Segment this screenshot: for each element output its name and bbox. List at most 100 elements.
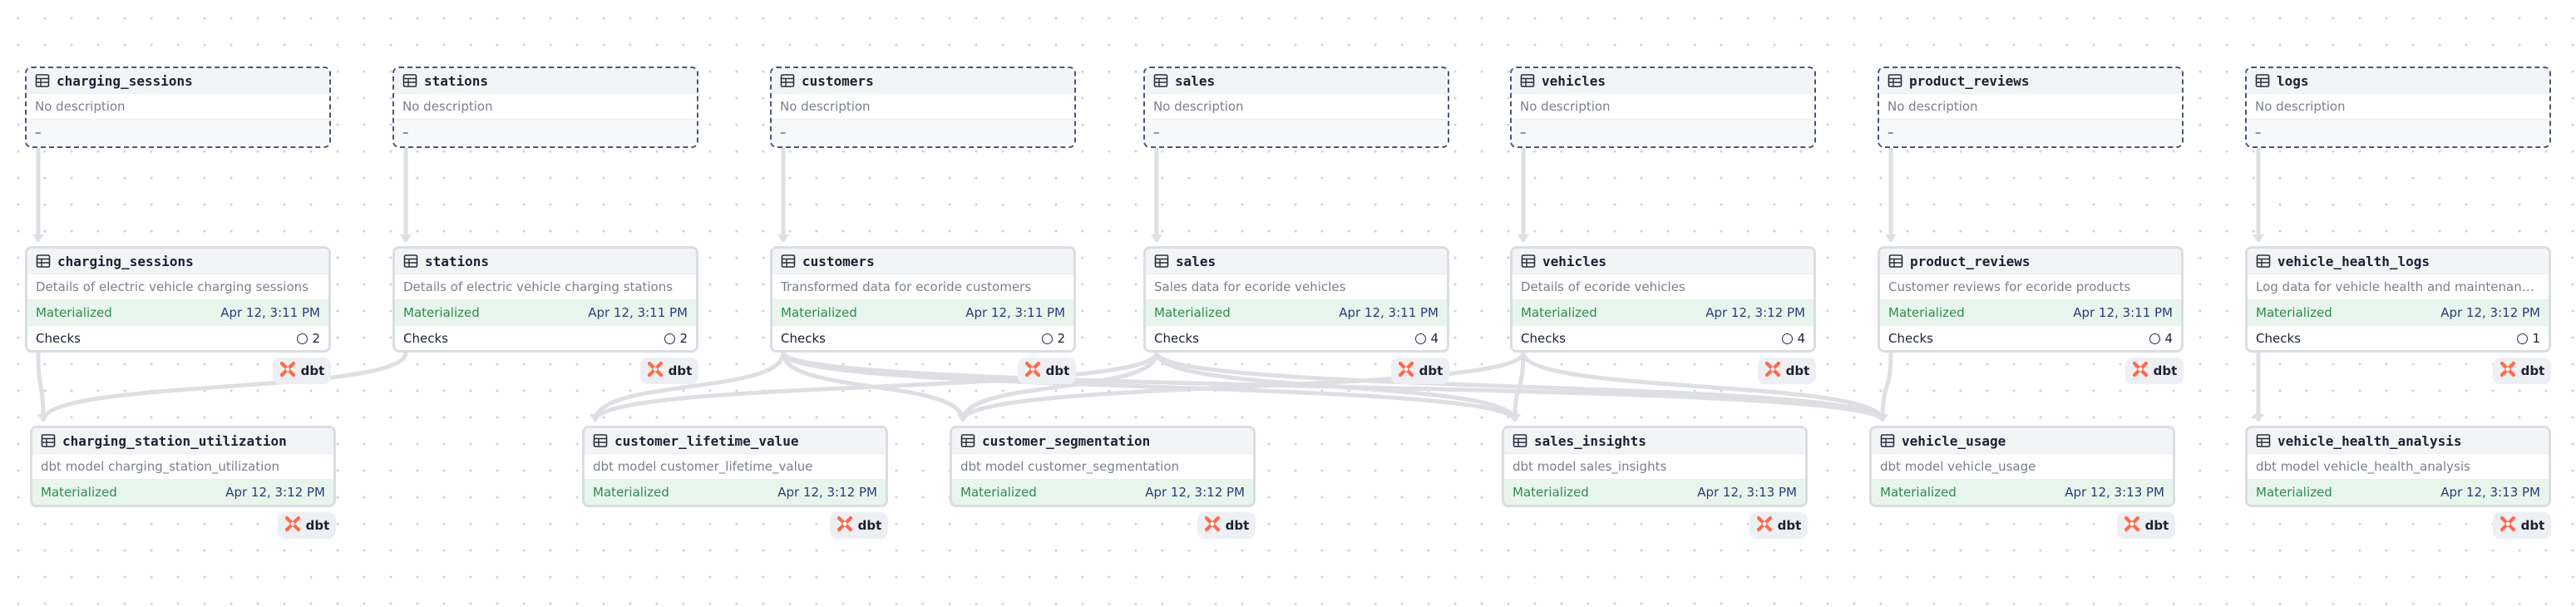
source-header: vehicles [1512, 68, 1814, 93]
model-node-customer-lifetime-value[interactable]: customer_lifetime_value dbt model custom… [582, 426, 888, 507]
model-node-vehicle-health-logs[interactable]: vehicle_health_logs Log data for vehicle… [2245, 246, 2551, 353]
model-header: customers [772, 249, 1073, 274]
checks-label: Checks [1154, 331, 1199, 346]
source-meta: – [394, 119, 697, 145]
dbt-logo-icon [279, 361, 296, 381]
lineage-edge [1154, 352, 1517, 422]
source-node-sales[interactable]: sales No description – [1143, 67, 1449, 148]
materialized-label: Materialized [1880, 485, 1957, 500]
edge-arrowhead [37, 414, 49, 422]
model-description: dbt model customer_lifetime_value [585, 453, 886, 479]
checks-count: 4 [1797, 331, 1805, 346]
edge-arrowhead [1151, 234, 1162, 243]
materialized-label: Materialized [1888, 305, 1965, 320]
model-node-vehicles[interactable]: vehicles Details of ecoride vehicles Mat… [1510, 246, 1816, 353]
materialized-timestamp: Apr 12, 3:13 PM [2440, 485, 2540, 500]
lineage-edge [593, 352, 1159, 422]
source-table-icon [35, 73, 50, 88]
model-node-customer-segmentation[interactable]: customer_segmentation dbt model customer… [950, 426, 1256, 507]
model-node-vehicle-health-analysis[interactable]: vehicle_health_analysis dbt model vehicl… [2245, 426, 2551, 507]
dbt-logo-icon [1764, 361, 1781, 381]
source-meta: – [772, 119, 1074, 145]
dbt-badge: dbt [1749, 512, 1808, 539]
model-node-vehicle-usage[interactable]: vehicle_usage dbt model vehicle_usage Ma… [1869, 426, 2175, 507]
dbt-logo-icon [836, 516, 853, 535]
model-name: charging_station_utilization [62, 432, 287, 449]
model-table-icon [36, 254, 51, 269]
model-name: vehicle_health_analysis [2277, 432, 2462, 449]
source-description: No description [2247, 93, 2549, 119]
model-node-stations[interactable]: stations Details of electric vehicle cha… [392, 246, 698, 353]
check-circle-icon [2517, 333, 2529, 344]
materialized-label: Materialized [1513, 485, 1589, 500]
model-node-charging-station-utilization[interactable]: charging_station_utilization dbt model c… [30, 426, 336, 507]
materialized-timestamp: Apr 12, 3:12 PM [1705, 305, 1805, 320]
lineage-edge [1513, 352, 1526, 422]
materialized-label: Materialized [403, 305, 480, 320]
materialized-label: Materialized [2256, 485, 2332, 500]
source-node-charging-sessions[interactable]: charging_sessions No description – [25, 67, 331, 148]
materialized-timestamp: Apr 12, 3:11 PM [220, 305, 320, 320]
model-header: vehicle_health_logs [2248, 249, 2549, 274]
source-table-icon [780, 73, 795, 88]
model-name: vehicles [1542, 253, 1607, 269]
model-description: Details of electric vehicle charging sta… [395, 274, 696, 299]
source-node-product-reviews[interactable]: product_reviews No description – [1878, 67, 2184, 148]
source-description: No description [1145, 93, 1448, 119]
model-table-icon [1513, 433, 1527, 448]
check-circle-icon [2149, 333, 2161, 344]
materialized-timestamp: Apr 12, 3:13 PM [2065, 485, 2164, 500]
model-table-icon [2256, 254, 2271, 269]
source-name: logs [2277, 72, 2309, 89]
checks-row[interactable]: Checks 1 [2248, 325, 2549, 350]
model-description: Details of ecoride vehicles [1513, 274, 1814, 299]
model-table-icon [960, 433, 975, 448]
model-description: dbt model vehicle_health_analysis [2248, 453, 2549, 479]
source-node-customers[interactable]: customers No description – [770, 67, 1076, 148]
source-header: stations [394, 68, 697, 93]
dbt-badge: dbt [273, 358, 331, 384]
source-node-logs[interactable]: logs No description – [2245, 67, 2551, 148]
source-node-stations[interactable]: stations No description – [392, 67, 698, 148]
dbt-logo-icon [2500, 516, 2516, 535]
source-meta: – [1145, 119, 1448, 145]
model-description: Customer reviews for ecoride products [1880, 274, 2181, 299]
model-node-sales[interactable]: sales Sales data for ecoride vehicles Ma… [1143, 246, 1449, 353]
model-name: sales_insights [1534, 432, 1646, 449]
model-description: dbt model charging_station_utilization [32, 453, 333, 479]
model-node-customers[interactable]: customers Transformed data for ecoride c… [770, 246, 1076, 353]
checks-count: 1 [2532, 331, 2540, 346]
dbt-badge: dbt [1391, 358, 1449, 384]
model-node-sales-insights[interactable]: sales_insights dbt model sales_insights … [1502, 426, 1808, 507]
source-node-vehicles[interactable]: vehicles No description – [1510, 67, 1816, 148]
dbt-logo-icon [2132, 361, 2149, 381]
source-table-icon [1888, 73, 1902, 88]
checks-label: Checks [2256, 331, 2301, 346]
model-node-charging-sessions[interactable]: charging_sessions Details of electric ve… [25, 246, 331, 353]
model-name: customers [802, 253, 875, 269]
dbt-badge: dbt [2493, 512, 2551, 539]
model-description: dbt model sales_insights [1504, 453, 1805, 479]
model-table-icon [1521, 254, 1536, 269]
materialized-row: Materialized Apr 12, 3:13 PM [1872, 479, 2173, 505]
model-name: customer_lifetime_value [614, 432, 799, 449]
checks-count: 2 [679, 331, 688, 346]
dbt-logo-icon [1024, 361, 1041, 381]
dbt-badge: dbt [278, 512, 336, 539]
model-description: Transformed data for ecoride customers [772, 274, 1073, 299]
lineage-edge [36, 352, 46, 422]
checks-count: 2 [1057, 331, 1065, 346]
model-node-product-reviews[interactable]: product_reviews Customer reviews for eco… [1878, 246, 2184, 353]
materialized-label: Materialized [960, 485, 1037, 500]
